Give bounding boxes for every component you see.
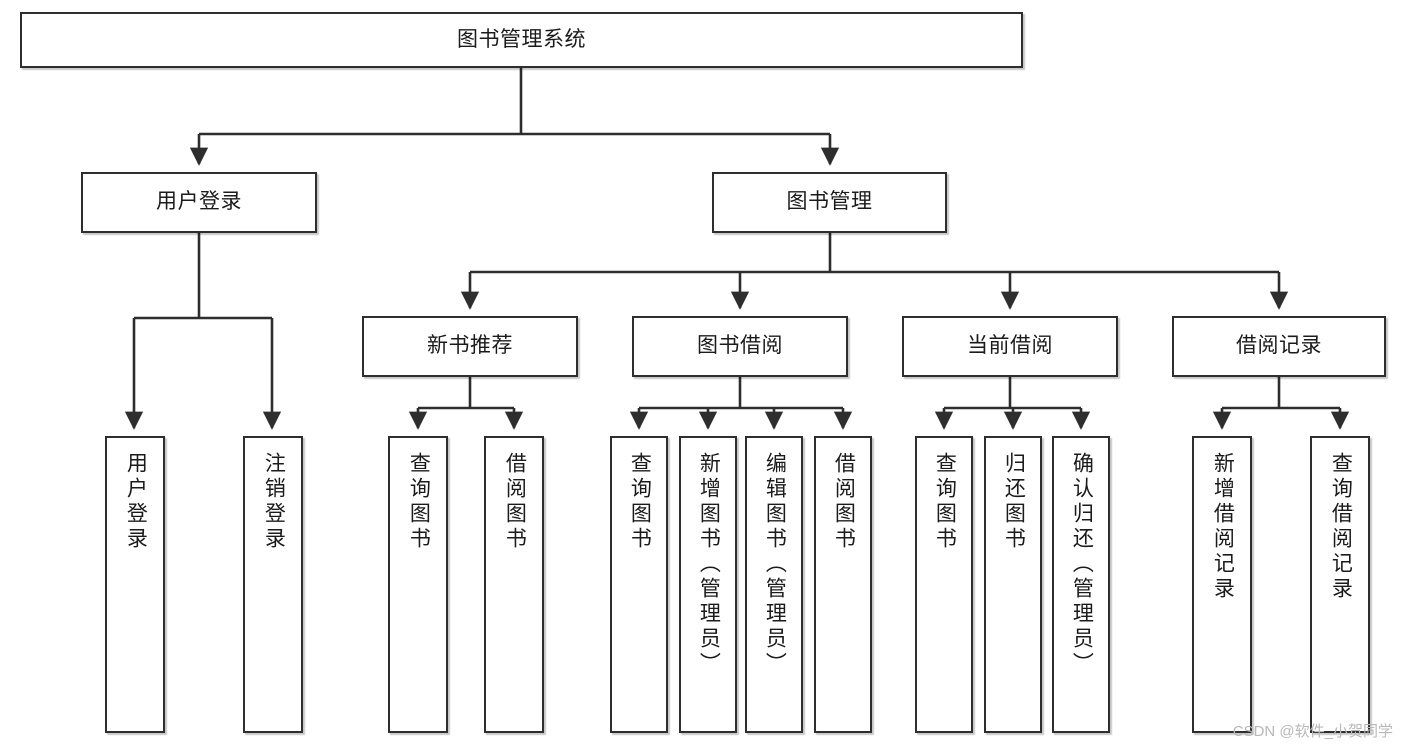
node-leaf-user-login-label: 用户登录 bbox=[124, 452, 148, 552]
node-leaf-rec-query-record-label: 查询借阅记录 bbox=[1329, 452, 1353, 602]
node-leaf-user-login[interactable]: 用户登录 bbox=[105, 436, 165, 733]
node-root-label: 图书管理系统 bbox=[457, 27, 586, 51]
node-leaf-rec-add-record-label: 新增借阅记录 bbox=[1211, 452, 1235, 602]
node-borrow-record[interactable]: 借阅记录 bbox=[1172, 316, 1386, 377]
node-leaf-rec-borrow-book-label: 借阅图书 bbox=[503, 452, 527, 552]
node-leaf-borrow-add-book[interactable]: 新增图书（管理员） bbox=[679, 436, 737, 733]
node-user-login-label: 用户登录 bbox=[156, 190, 242, 214]
node-user-login[interactable]: 用户登录 bbox=[81, 172, 317, 233]
node-leaf-borrow-edit-book-label: 编辑图书（管理员） bbox=[763, 452, 787, 677]
node-book-borrow[interactable]: 图书借阅 bbox=[632, 316, 848, 377]
node-leaf-rec-add-record[interactable]: 新增借阅记录 bbox=[1192, 436, 1252, 733]
node-leaf-rec-query-record[interactable]: 查询借阅记录 bbox=[1310, 436, 1370, 733]
node-leaf-cur-confirm-return[interactable]: 确认归还（管理员） bbox=[1052, 436, 1110, 733]
node-leaf-cur-return-book-label: 归还图书 bbox=[1002, 452, 1026, 552]
node-current-borrow[interactable]: 当前借阅 bbox=[902, 316, 1118, 377]
node-leaf-borrow-borrow-book[interactable]: 借阅图书 bbox=[814, 436, 872, 733]
node-book-manage[interactable]: 图书管理 bbox=[712, 172, 947, 233]
node-new-book-rec-label: 新书推荐 bbox=[427, 334, 513, 358]
node-leaf-user-logout[interactable]: 注销登录 bbox=[243, 436, 303, 733]
node-leaf-user-logout-label: 注销登录 bbox=[262, 452, 286, 552]
node-leaf-borrow-borrow-book-label: 借阅图书 bbox=[832, 452, 856, 552]
node-leaf-cur-query-book[interactable]: 查询图书 bbox=[915, 436, 973, 733]
node-root[interactable]: 图书管理系统 bbox=[20, 12, 1023, 68]
node-leaf-borrow-add-book-label: 新增图书（管理员） bbox=[697, 452, 721, 677]
node-leaf-cur-confirm-return-label: 确认归还（管理员） bbox=[1070, 452, 1094, 677]
node-leaf-cur-return-book[interactable]: 归还图书 bbox=[984, 436, 1042, 733]
node-current-borrow-label: 当前借阅 bbox=[967, 334, 1053, 358]
node-new-book-rec[interactable]: 新书推荐 bbox=[362, 316, 578, 377]
node-book-manage-label: 图书管理 bbox=[786, 190, 873, 214]
node-leaf-rec-query-book[interactable]: 查询图书 bbox=[388, 436, 448, 733]
node-book-borrow-label: 图书借阅 bbox=[697, 334, 783, 358]
node-borrow-record-label: 借阅记录 bbox=[1236, 334, 1322, 358]
node-leaf-cur-query-book-label: 查询图书 bbox=[933, 452, 957, 552]
node-leaf-borrow-edit-book[interactable]: 编辑图书（管理员） bbox=[745, 436, 803, 733]
node-leaf-rec-query-book-label: 查询图书 bbox=[407, 452, 431, 552]
node-leaf-borrow-query-book[interactable]: 查询图书 bbox=[610, 436, 668, 733]
node-leaf-rec-borrow-book[interactable]: 借阅图书 bbox=[484, 436, 544, 733]
node-leaf-borrow-query-book-label: 查询图书 bbox=[628, 452, 652, 552]
csdn-watermark: CSDN @软件_小贺同学 bbox=[1232, 723, 1393, 740]
